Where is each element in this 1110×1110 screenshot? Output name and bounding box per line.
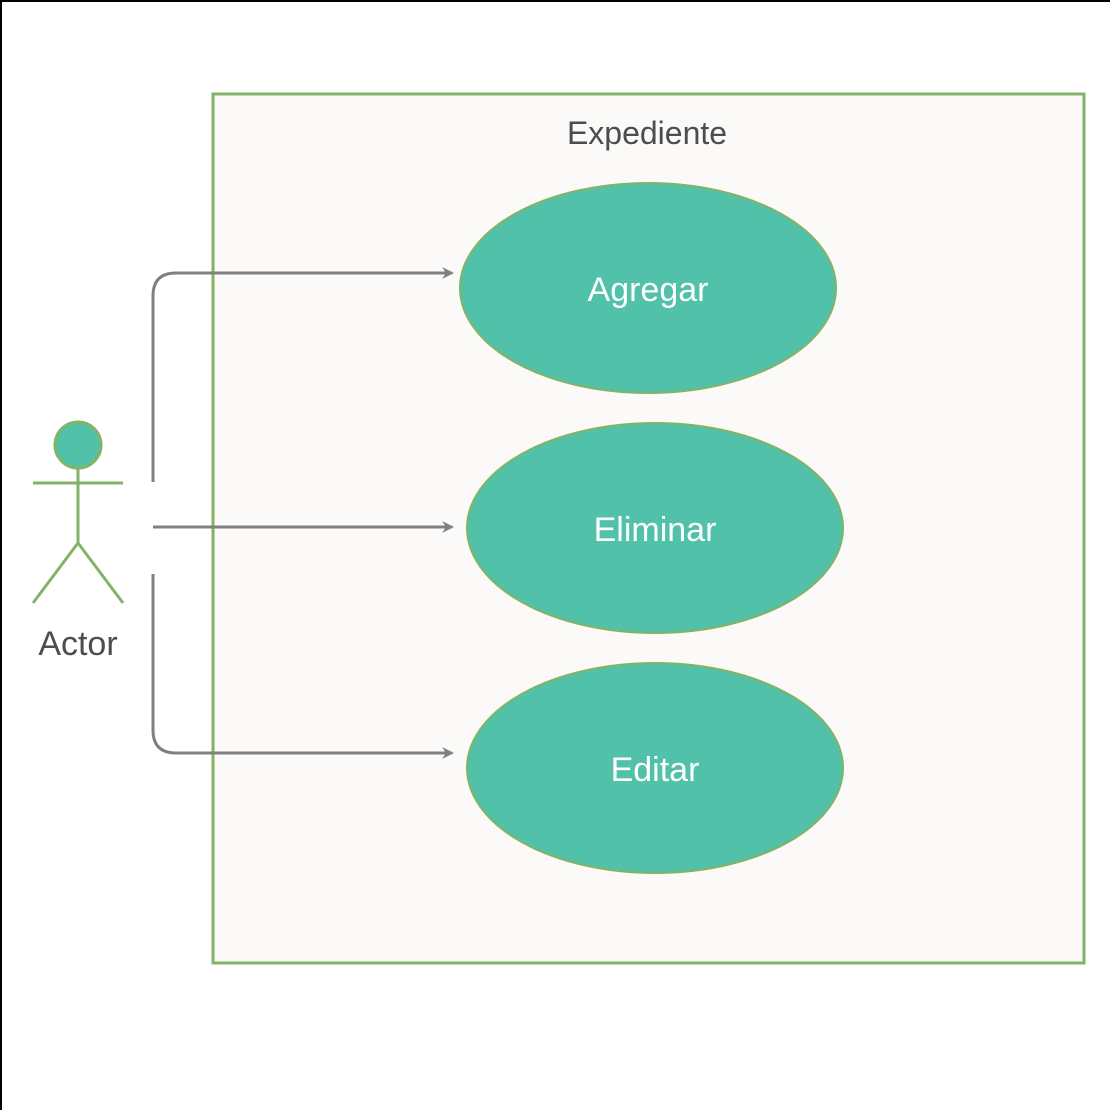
actor-icon — [31, 420, 125, 604]
use-case-eliminar[interactable]: Eliminar — [466, 422, 844, 634]
use-case-label: Editar — [611, 751, 700, 789]
system-title: Expediente — [567, 115, 727, 151]
actor-label: Actor — [38, 625, 117, 663]
connector-agregar[interactable] — [151, 267, 454, 482]
connector-editar[interactable] — [151, 574, 454, 759]
use-case-label: Agregar — [588, 271, 709, 309]
use-case-editar[interactable]: Editar — [466, 662, 844, 874]
use-case-agregar[interactable]: Agregar — [459, 182, 837, 394]
use-case-label: Eliminar — [594, 511, 717, 549]
connectors — [151, 267, 454, 759]
actor[interactable]: Actor — [31, 420, 125, 663]
